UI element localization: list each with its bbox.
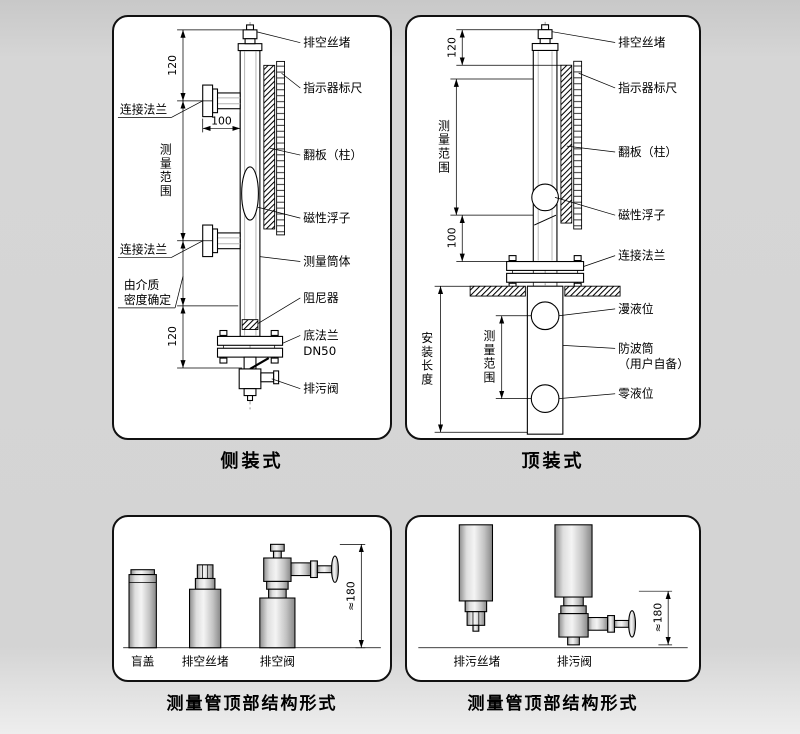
- label-measure-body: 测量筒体: [303, 254, 350, 268]
- vent-fittings-drawing: ≈180 盲盖 排空丝堵 排空阀: [123, 543, 381, 668]
- dim-100: 100: [445, 227, 458, 248]
- label-drain-valve: 排污阀: [557, 654, 592, 668]
- caption-side-mounted: 侧装式: [220, 451, 284, 472]
- dimension-install-length: 安装长度: [420, 285, 528, 433]
- dim-120: 120: [445, 37, 458, 58]
- handwheel: [628, 610, 637, 638]
- bottom-flange: [216, 329, 284, 370]
- drain-valve: [238, 357, 280, 402]
- blind-cover: [128, 569, 157, 649]
- label-density-note-1: 由介质: [124, 278, 160, 292]
- drain-plug-fitting: [458, 524, 494, 632]
- label-vent-plug: 排空丝堵: [303, 36, 350, 50]
- dimension-180: ≈180: [339, 543, 366, 649]
- label-flap-column: 翻板（柱）: [618, 145, 677, 159]
- dimension-120: 120: [445, 29, 561, 66]
- panel-side-mounted: 120 测量范围 120 100 排空丝堵: [112, 15, 392, 440]
- dimension-100: 100: [202, 112, 241, 133]
- panel-top-structure-drain: ≈180 排污丝堵 排污阀: [405, 515, 701, 682]
- flap-column: [560, 64, 573, 224]
- label-vent-plug: 排空丝堵: [618, 35, 665, 49]
- label-drain-valve: 排污阀: [303, 382, 338, 396]
- magnetic-float: [241, 166, 259, 221]
- label-flange-bottom: 连接法兰: [120, 243, 167, 257]
- handwheel: [331, 555, 339, 583]
- vent-valve-fitting: [259, 543, 339, 649]
- caption-top-mounted: 顶装式: [521, 451, 585, 472]
- top-mounted-drawing: 120 测量范围 100 安装长度: [420, 21, 689, 435]
- leader-lines-left: [117, 100, 203, 309]
- label-bottom-flange-size: DN50: [303, 344, 336, 358]
- panel-top-mounted: 120 测量范围 100 安装长度: [405, 15, 701, 440]
- drain-valve-fitting: [554, 524, 637, 646]
- vent-plug-fitting: [188, 564, 222, 649]
- caption-vent-structure: 测量管顶部结构形式: [166, 694, 338, 714]
- flap-column: [263, 64, 276, 230]
- dimension-measure-range-upper: 测量范围: [437, 78, 534, 216]
- label-wave-tube-2: （用户自备）: [618, 357, 689, 371]
- label-zero-level: 零液位: [618, 387, 654, 401]
- caption-drain-structure: 测量管顶部结构形式: [467, 694, 639, 714]
- label-indicator-scale: 指示器标尺: [303, 81, 362, 95]
- full-level-float: [530, 301, 560, 331]
- damper: [241, 319, 259, 330]
- label-drain-plug: 排污丝堵: [453, 654, 500, 668]
- label-flange-top: 连接法兰: [120, 103, 167, 117]
- magnetic-float-ball: [531, 183, 559, 212]
- label-blind-cover: 盲盖: [131, 654, 155, 668]
- dimension-180: ≈180: [638, 590, 673, 646]
- dim-120-top: 120: [166, 55, 179, 76]
- leader-lines-right: [551, 31, 616, 400]
- label-indicator-scale: 指示器标尺: [618, 81, 677, 95]
- label-magnetic-float: 磁性浮子: [618, 208, 665, 222]
- measuring-tube: [531, 42, 559, 263]
- label-vent-valve: 排空阀: [260, 654, 295, 668]
- dim-100: 100: [211, 114, 232, 127]
- label-measure-range-upper: 测量范围: [437, 119, 451, 174]
- indicator-scale: [276, 60, 285, 236]
- label-full-level: 漫液位: [618, 302, 654, 316]
- label-measure-range-lower: 测量范围: [482, 330, 496, 385]
- dim-180: ≈180: [344, 581, 357, 611]
- dimension-100: 100: [445, 215, 507, 262]
- label-connecting-flange: 连接法兰: [618, 249, 665, 263]
- label-vent-plug: 排空丝堵: [182, 654, 229, 668]
- vent-plug: [242, 24, 258, 45]
- label-magnetic-float: 磁性浮子: [303, 211, 350, 225]
- leader-lines-right: [256, 31, 301, 390]
- vessel-plate: [469, 285, 621, 297]
- vent-plug: [537, 24, 553, 45]
- drain-fittings-drawing: ≈180 排污丝堵 排污阀: [418, 524, 688, 668]
- label-wave-tube-1: 防波筒: [618, 341, 654, 355]
- side-mounted-drawing: 120 测量范围 120 100 排空丝堵: [117, 21, 363, 411]
- label-flap-column: 翻板（柱）: [303, 148, 362, 162]
- dimension-measure-range-lower: 测量范围: [482, 315, 532, 400]
- dimension-lines-left: 120 测量范围 120: [158, 29, 244, 369]
- indicator-scale: [573, 60, 583, 230]
- dim-180: ≈180: [651, 603, 664, 633]
- label-damper: 阻尼器: [303, 291, 339, 305]
- label-bottom-flange: 底法兰: [303, 328, 339, 342]
- label-measure-range: 测量范围: [158, 143, 172, 198]
- zero-level-float: [530, 384, 560, 414]
- label-density-note-2: 密度确定: [124, 293, 171, 307]
- panel-top-structure-vent: ≈180 盲盖 排空丝堵 排空阀: [112, 515, 392, 682]
- dim-120-bottom: 120: [166, 326, 179, 347]
- label-install-length: 安装长度: [420, 331, 434, 387]
